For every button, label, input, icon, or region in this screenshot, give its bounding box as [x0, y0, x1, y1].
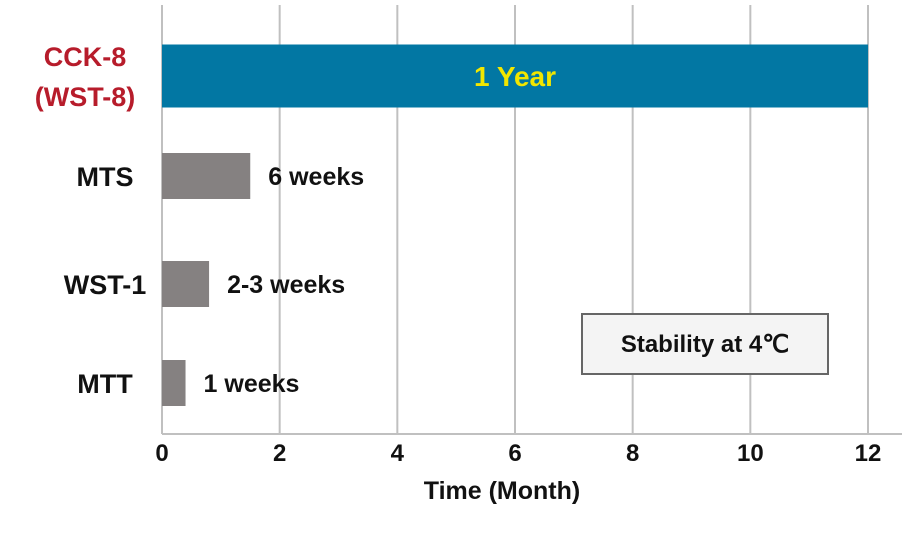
bar-cck-8-wst-8-: [162, 44, 868, 108]
data-label: 6 weeks: [268, 163, 364, 191]
data-label: 1 Year: [474, 61, 556, 92]
category-label: CCK-8: [44, 42, 127, 72]
annotation-box: Stability at 4℃: [581, 313, 829, 375]
data-label: 2-3 weeks: [227, 271, 345, 299]
x-tick-label: 12: [855, 440, 882, 467]
category-label: WST-1: [64, 270, 147, 300]
x-tick-label: 4: [391, 440, 405, 467]
category-label: (WST-8): [35, 82, 136, 112]
x-tick-label: 10: [737, 440, 764, 467]
category-label: MTS: [77, 162, 134, 192]
data-label: 1 weeks: [204, 370, 300, 398]
bar-mtt: [162, 360, 186, 406]
bar-mts: [162, 153, 251, 199]
x-tick-label: 6: [508, 440, 521, 467]
category-label: MTT: [77, 369, 133, 399]
x-tick-label: 8: [626, 440, 639, 467]
x-tick-label: 0: [155, 440, 168, 467]
x-axis-title: Time (Month): [424, 477, 580, 505]
bar-wst-1: [162, 261, 210, 307]
x-tick-label: 2: [273, 440, 286, 467]
